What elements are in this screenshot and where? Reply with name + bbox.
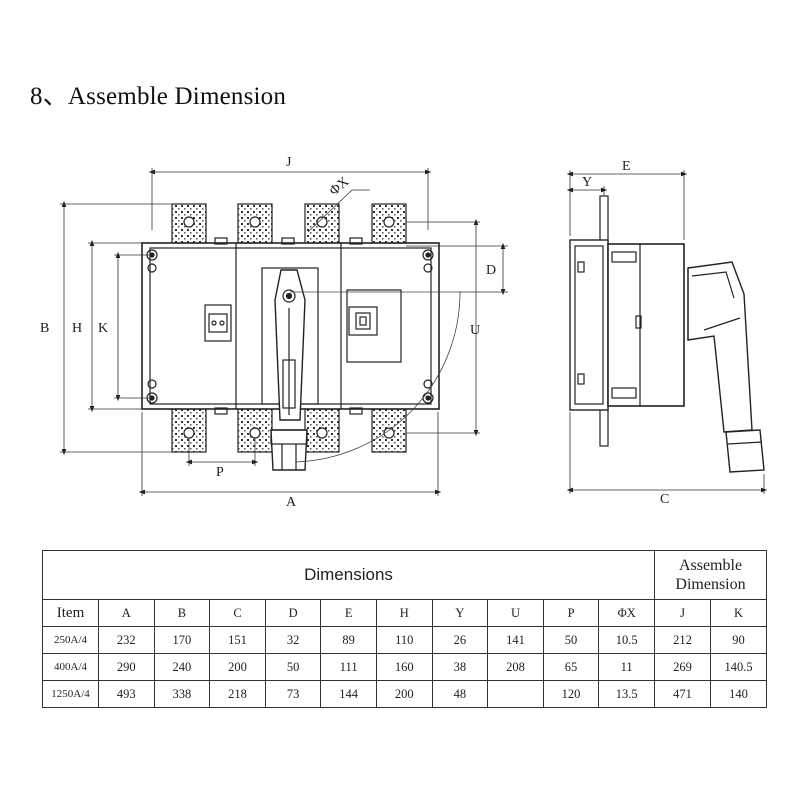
dim-label-c: C [660,492,669,507]
table-cell: 269 [654,653,711,681]
table-group-header-row: Dimensions Assemble Dimension [42,550,767,600]
dimensions-group-header: Dimensions [42,550,655,600]
dim-label-u: U [470,323,480,338]
table-cell: 471 [654,680,711,708]
table-row: 400A/4 290 240 200 50 111 160 38 208 65 … [42,653,767,681]
table-cell: 38 [431,653,489,681]
table-cell: 140.5 [710,653,767,681]
dim-label-e: E [622,159,631,174]
table-cell: 10.5 [598,626,655,654]
table-cell: 232 [98,626,155,654]
table-column-header-row: Item A B C D E H Y U P ΦX J K [42,599,767,627]
front-dimension-lines [60,168,508,496]
dim-label-d: D [486,263,496,278]
table-cell: 1250A/4 [42,680,99,708]
col-header-h: H [375,599,433,627]
side-dimension-lines [566,170,768,494]
col-header-phix: ΦX [598,599,655,627]
table-cell: 493 [98,680,155,708]
assembly-drawing: J ΦX B H K D U P A E Y C [40,155,768,510]
table-cell: 218 [209,680,266,708]
table-cell: 212 [654,626,711,654]
dim-label-k: K [98,321,108,336]
table-cell: 90 [710,626,767,654]
front-view [141,203,462,471]
dimension-table: Dimensions Assemble Dimension Item A B C… [42,550,767,708]
table-cell: 65 [542,653,600,681]
col-header-k: K [710,599,767,627]
dim-label-y: Y [582,175,592,190]
dim-label-j: J [286,155,292,170]
table-cell: 73 [264,680,322,708]
dim-label-b: B [40,321,49,336]
table-cell: 338 [153,680,211,708]
table-row: 250A/4 232 170 151 32 89 110 26 141 50 1… [42,626,767,654]
dim-label-p: P [216,465,224,480]
table-cell: 111 [320,653,377,681]
table-cell: 290 [98,653,155,681]
table-row: 1250A/4 493 338 218 73 144 200 48 120 13… [42,680,767,708]
assemble-header-line1: Assemble [678,557,743,574]
assemble-dimension-group-header: Assemble Dimension [654,550,767,600]
side-view [569,195,765,473]
table-cell [487,680,544,708]
col-header-e: E [320,599,377,627]
col-header-d: D [264,599,322,627]
col-header-a: A [98,599,155,627]
table-cell: 48 [431,680,489,708]
table-cell: 208 [487,653,544,681]
table-cell: 170 [153,626,211,654]
col-header-u: U [487,599,544,627]
col-header-j: J [654,599,711,627]
table-cell: 144 [320,680,377,708]
table-cell: 240 [153,653,211,681]
dim-label-a: A [286,495,297,510]
table-cell: 200 [375,680,433,708]
col-header-item: Item [42,599,99,627]
table-cell: 26 [431,626,489,654]
table-cell: 13.5 [598,680,655,708]
dim-label-h: H [72,321,82,336]
page-title: 8、Assemble Dimension [30,83,287,110]
table-cell: 11 [598,653,655,681]
top-terminals [171,203,407,247]
table-cell: 89 [320,626,377,654]
table-cell: 50 [264,653,322,681]
table-cell: 140 [710,680,767,708]
table-cell: 160 [375,653,433,681]
assemble-header-line2: Dimension [675,576,746,593]
col-header-b: B [153,599,211,627]
table-cell: 32 [264,626,322,654]
table-cell: 400A/4 [42,653,99,681]
table-cell: 120 [542,680,600,708]
dim-label-phix: ΦX [327,174,352,199]
table-cell: 200 [209,653,266,681]
col-header-y: Y [431,599,489,627]
table-cell: 110 [375,626,433,654]
table-cell: 50 [542,626,600,654]
col-header-c: C [209,599,266,627]
table-cell: 141 [487,626,544,654]
table-cell: 250A/4 [42,626,99,654]
col-header-p: P [542,599,600,627]
table-cell: 151 [209,626,266,654]
